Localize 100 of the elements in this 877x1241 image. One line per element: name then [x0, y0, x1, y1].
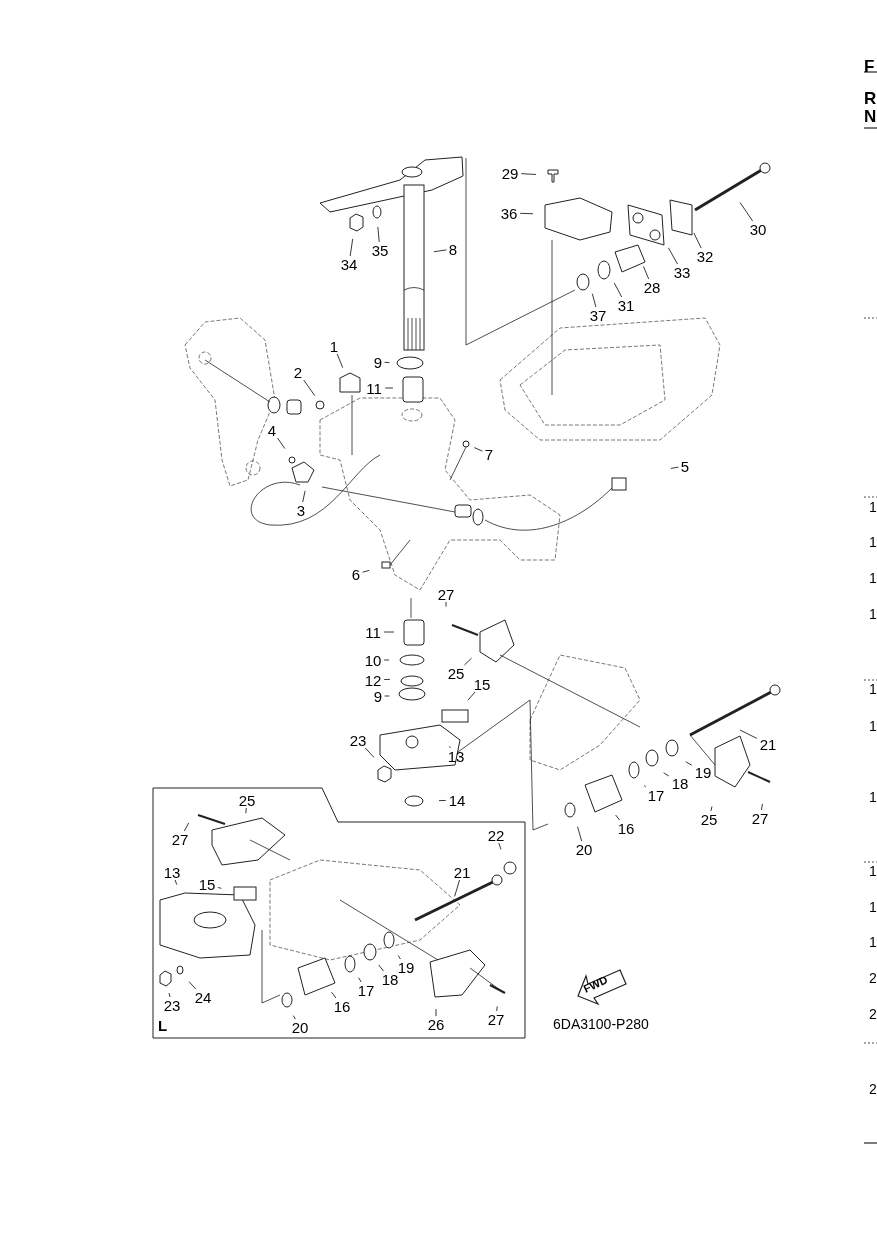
callout-number: 36	[500, 205, 518, 221]
callout-number: 13	[447, 748, 465, 764]
callout-number: 15	[198, 876, 216, 892]
leader-line	[377, 226, 380, 243]
leader-line	[383, 659, 390, 661]
callout-number: 17	[647, 787, 665, 803]
callout-number: 18	[381, 971, 399, 987]
header-letter: F	[864, 58, 875, 75]
leader-line	[473, 447, 483, 452]
leader-line	[667, 247, 678, 265]
leader-line	[613, 282, 623, 298]
header-letter: N	[864, 108, 877, 125]
callout-number: 33	[673, 264, 691, 280]
leader-line	[591, 293, 597, 308]
callout-number: 3	[296, 502, 306, 518]
header-letter: R	[864, 90, 877, 107]
callout-number: 27	[751, 810, 769, 826]
callout-number: 24	[194, 989, 212, 1005]
callout-number: 23	[349, 732, 367, 748]
leader-line	[685, 761, 693, 766]
leader-line	[498, 842, 502, 850]
callout-number: 16	[617, 820, 635, 836]
leader-line	[277, 437, 286, 450]
leader-line	[358, 977, 362, 983]
leader-line	[217, 886, 222, 889]
callout-number: 18	[671, 775, 689, 791]
callout-number: 1	[329, 338, 339, 354]
callout-number: 20	[575, 841, 593, 857]
callout-number: 22	[487, 827, 505, 843]
callout-number: 14	[448, 792, 466, 808]
callout-number: 29	[501, 165, 519, 181]
callout-number: 27	[171, 831, 189, 847]
leader-line	[384, 387, 394, 389]
leader-line	[364, 747, 375, 758]
callout-number: 9	[373, 354, 383, 370]
page-number-fragment: 2	[869, 971, 877, 985]
leader-line	[520, 173, 537, 175]
leader-line	[302, 490, 306, 503]
callout-number: 4	[267, 422, 277, 438]
callout-number: 16	[333, 998, 351, 1014]
leader-line	[615, 814, 621, 821]
page-number-fragment: 1	[869, 682, 877, 696]
leader-line	[397, 954, 401, 960]
leader-line	[448, 745, 451, 749]
callout-number: 25	[447, 665, 465, 681]
callout-number: 21	[759, 736, 777, 752]
page-number-fragment: 1	[869, 790, 877, 804]
callout-number: 12	[364, 672, 382, 688]
callout-number: 28	[643, 279, 661, 295]
page-number-fragment: 1	[869, 535, 877, 549]
leader-line	[467, 691, 476, 701]
callout-number: 8	[448, 241, 458, 257]
leader-line	[739, 202, 754, 222]
leader-line	[168, 992, 171, 998]
leader-line	[496, 1005, 498, 1012]
diagram-code: 6DA3100-P280	[553, 1017, 649, 1031]
callout-number: 11	[365, 624, 381, 640]
leader-line	[710, 805, 713, 812]
leader-line	[384, 695, 390, 697]
callout-number: 25	[700, 811, 718, 827]
leader-line	[670, 466, 679, 469]
leader-line	[643, 785, 647, 788]
callout-number: 21	[453, 864, 471, 880]
page-number-fragment: 1	[869, 719, 877, 733]
leader-line	[384, 361, 390, 364]
leader-line	[383, 678, 391, 681]
page-number-fragment: 1	[869, 500, 877, 514]
leader-line	[349, 238, 354, 257]
callout-number: 27	[487, 1011, 505, 1027]
leader-line	[336, 353, 344, 369]
callout-number: 19	[397, 959, 415, 975]
leader-line	[362, 569, 370, 573]
leader-line	[433, 249, 447, 253]
page-number-fragment: 1	[869, 935, 877, 949]
page-number-fragment: 1	[869, 864, 877, 878]
callout-number: 27	[437, 586, 455, 602]
page-number-fragment: 1	[869, 571, 877, 585]
callout-number: 13	[163, 864, 181, 880]
callout-number: 17	[357, 982, 375, 998]
callout-number: 30	[749, 221, 767, 237]
callout-number: 34	[340, 256, 358, 272]
page-number-fragment: 1	[869, 900, 877, 914]
leader-line	[760, 803, 763, 811]
callout-number: 25	[238, 792, 256, 808]
leader-line	[663, 772, 670, 777]
callout-number: 11	[366, 380, 382, 396]
callout-number: 37	[589, 307, 607, 323]
leader-line	[378, 964, 384, 972]
leader-line	[445, 601, 447, 608]
callout-number: 32	[696, 248, 714, 264]
leader-line	[383, 631, 395, 633]
leader-line	[188, 981, 197, 990]
page-number-fragment: 1	[869, 607, 877, 621]
direction-label: FWD	[581, 974, 610, 995]
callout-number: 19	[694, 764, 712, 780]
leader-line	[303, 379, 316, 397]
callout-number: 7	[484, 446, 494, 462]
callout-number: 5	[680, 458, 690, 474]
leader-line	[463, 657, 472, 666]
leader-line	[183, 822, 190, 832]
